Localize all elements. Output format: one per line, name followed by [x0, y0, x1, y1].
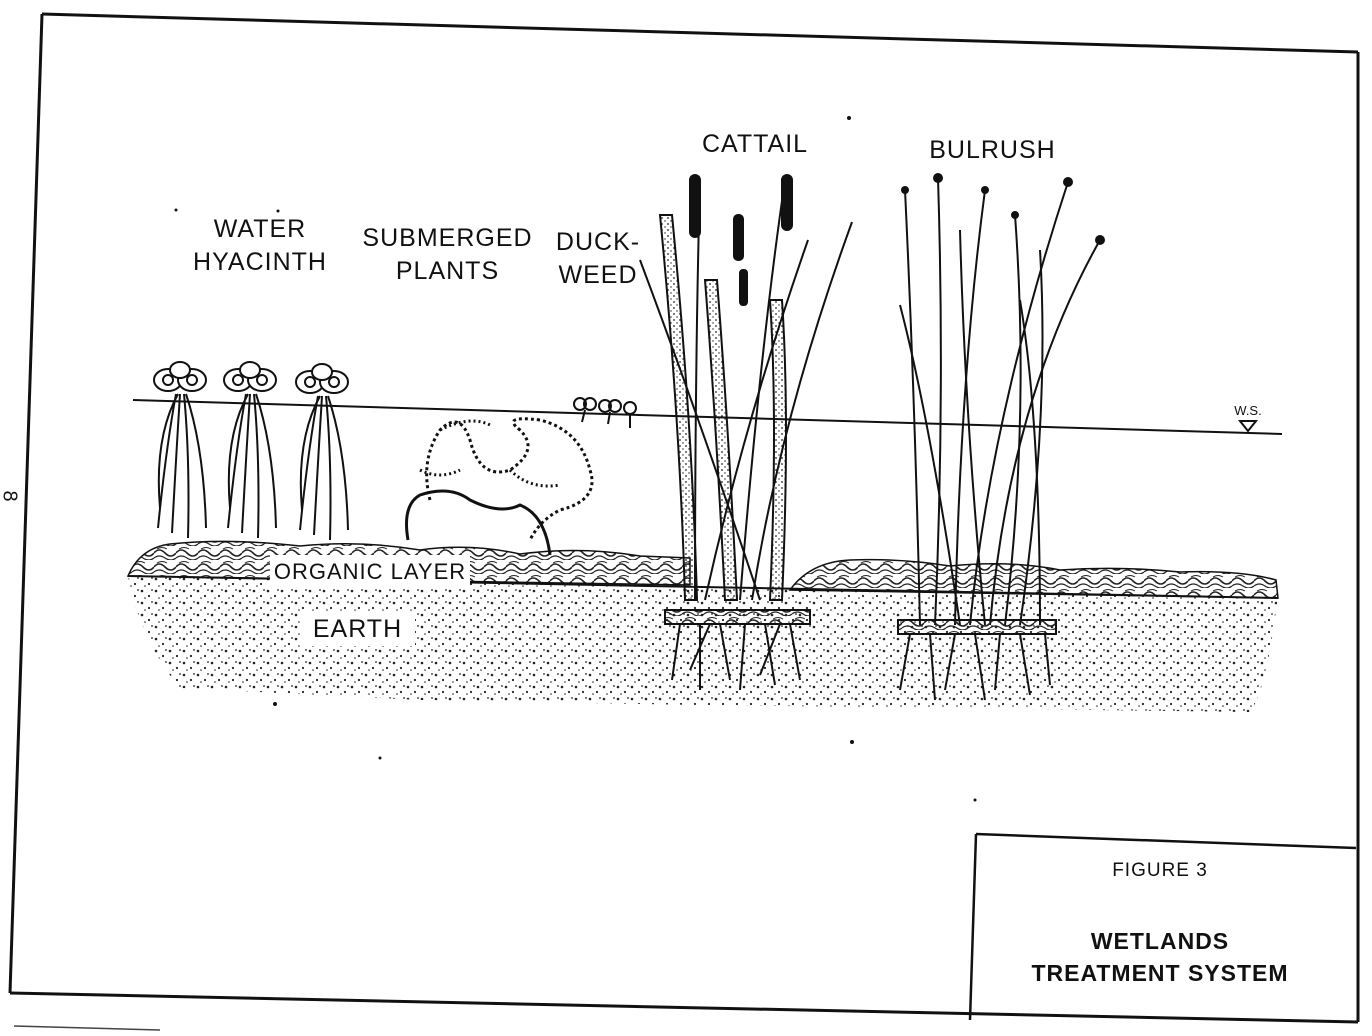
water-surface-label: W.S. [1228, 404, 1268, 418]
submerged-plants-label-line1: SUBMERGED [355, 222, 540, 255]
page-number: 8 [0, 482, 26, 512]
duckweed-label-line1: DUCK- [548, 226, 648, 259]
submerged-plants-label: SUBMERGED PLANTS [355, 222, 540, 288]
duckweed-label: DUCK- WEED [548, 226, 648, 292]
submerged-plants [407, 419, 593, 555]
cattail-label: CATTAIL [690, 128, 820, 161]
figure-number: FIGURE 3 [1080, 860, 1240, 882]
figure-title-line1: WETLANDS [1030, 928, 1290, 955]
figure-title-line2: TREATMENT SYSTEM [1010, 960, 1310, 987]
water-surface-triangle [1240, 421, 1256, 431]
water-surface-line [133, 400, 1282, 434]
water-hyacinth-label-line2: HYACINTH [180, 246, 340, 279]
water-hyacinth-plants [154, 362, 348, 540]
duckweed-plants [574, 398, 636, 428]
duckweed-label-line2: WEED [548, 259, 648, 292]
organic-layer-label: ORGANIC LAYER [270, 555, 470, 588]
water-hyacinth-label: WATER HYACINTH [180, 213, 340, 279]
bulrush-label: BULRUSH [920, 134, 1065, 167]
submerged-plants-label-line2: PLANTS [355, 255, 540, 288]
water-hyacinth-label-line1: WATER [180, 213, 340, 246]
earth-label: EARTH [300, 613, 415, 646]
